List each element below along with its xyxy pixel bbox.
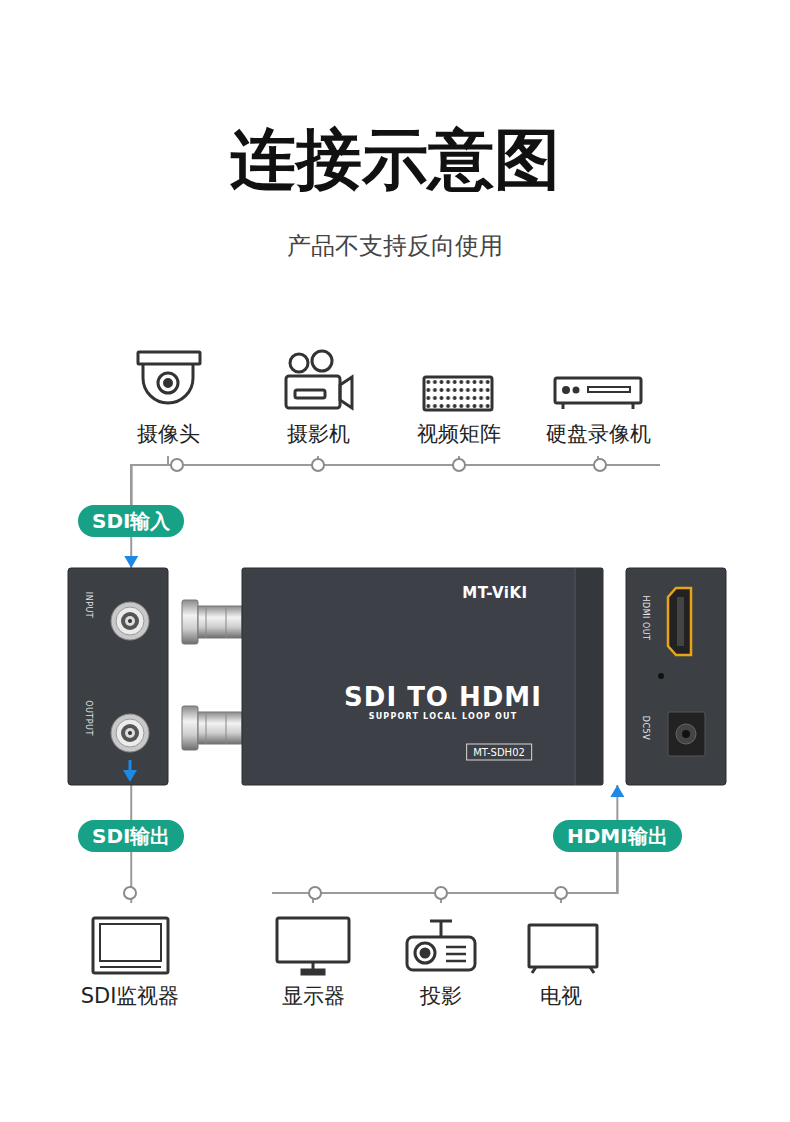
display-device: 投影 xyxy=(382,903,500,1015)
node-label: 摄像头 xyxy=(137,421,200,447)
node-label: MT-SDH02 xyxy=(466,744,532,761)
converter-part: HDMI OUT DC5V xyxy=(626,568,726,785)
node-label: SDI TO HDMI xyxy=(344,684,542,710)
tv-icon xyxy=(529,925,597,973)
source-device: 硬盘录像机 xyxy=(533,350,663,456)
note-label: 产品不支持反向使用 xyxy=(0,230,790,262)
bnc-connector xyxy=(182,706,242,750)
display-icon xyxy=(277,918,349,974)
video-camera-icon xyxy=(286,351,352,408)
connector xyxy=(131,456,318,505)
node-label: INPUT xyxy=(84,592,92,618)
converter-part: INPUT OUTPUT xyxy=(68,568,168,785)
node-label: OUTPUT xyxy=(84,700,92,736)
node-label: HDMI输出 xyxy=(567,823,668,849)
signal-tag: SDI输出 xyxy=(78,820,184,852)
connector-line xyxy=(131,456,459,505)
video-matrix-icon xyxy=(424,377,492,410)
node-label: 摄影机 xyxy=(287,421,350,447)
connector xyxy=(131,456,459,505)
end-panel-output xyxy=(626,568,726,785)
display-device: SDI监视器 xyxy=(71,903,189,1015)
connector-line xyxy=(561,852,617,903)
connector xyxy=(124,537,138,568)
connector-line xyxy=(441,852,617,903)
display-device: 显示器 xyxy=(254,903,372,1015)
node-label: MT-ViKI xyxy=(462,586,527,601)
connector xyxy=(131,456,598,505)
connector xyxy=(313,852,617,903)
node-label: 硬盘录像机 xyxy=(546,421,651,447)
node-label: 视频矩阵 xyxy=(417,421,501,447)
diagram-title: 连接示意图 xyxy=(0,118,790,202)
arrow-head xyxy=(610,785,624,797)
node-label: SDI输入 xyxy=(92,508,170,534)
connector xyxy=(131,785,132,820)
node-label: SUPPORT LOCAL LOOP OUT xyxy=(369,713,518,721)
node-label: 投影 xyxy=(420,983,462,1009)
node-label: SDI监视器 xyxy=(81,983,180,1009)
bnc-connector xyxy=(182,600,242,644)
display-device: 电视 xyxy=(502,903,620,1015)
source-device: 视频矩阵 xyxy=(394,350,524,456)
dvr-icon xyxy=(555,378,641,409)
signal-tag: SDI输入 xyxy=(78,505,184,537)
converter-part: MT-ViKI SDI TO HDMI SUPPORT LOCAL LOOP OUT… xyxy=(242,568,603,785)
node-label: DC5V xyxy=(641,716,649,740)
connector-line xyxy=(313,852,617,903)
source-device: 摄影机 xyxy=(253,350,383,456)
output-arrow xyxy=(123,760,137,782)
node-label: 电视 xyxy=(540,983,582,1009)
end-panel-input xyxy=(68,568,168,785)
sdi-monitor-icon xyxy=(93,918,168,973)
signal-tag: HDMI输出 xyxy=(553,820,682,852)
connector xyxy=(561,852,617,903)
connector-line xyxy=(131,456,168,505)
connector xyxy=(610,785,624,820)
connector-line xyxy=(131,456,598,505)
node-label: 显示器 xyxy=(282,983,345,1009)
arrow-head xyxy=(124,556,138,568)
connector xyxy=(131,456,168,505)
node-label: SDI输出 xyxy=(92,823,170,849)
converter-body xyxy=(242,568,603,785)
node-label: HDMI OUT xyxy=(641,595,649,640)
connector xyxy=(441,852,617,903)
dome-camera-icon xyxy=(138,352,200,403)
connector-line xyxy=(130,785,132,820)
projector-icon xyxy=(407,921,475,970)
junction-dots xyxy=(124,459,606,899)
connector-line xyxy=(131,456,318,505)
source-device: 摄像头 xyxy=(103,350,233,456)
